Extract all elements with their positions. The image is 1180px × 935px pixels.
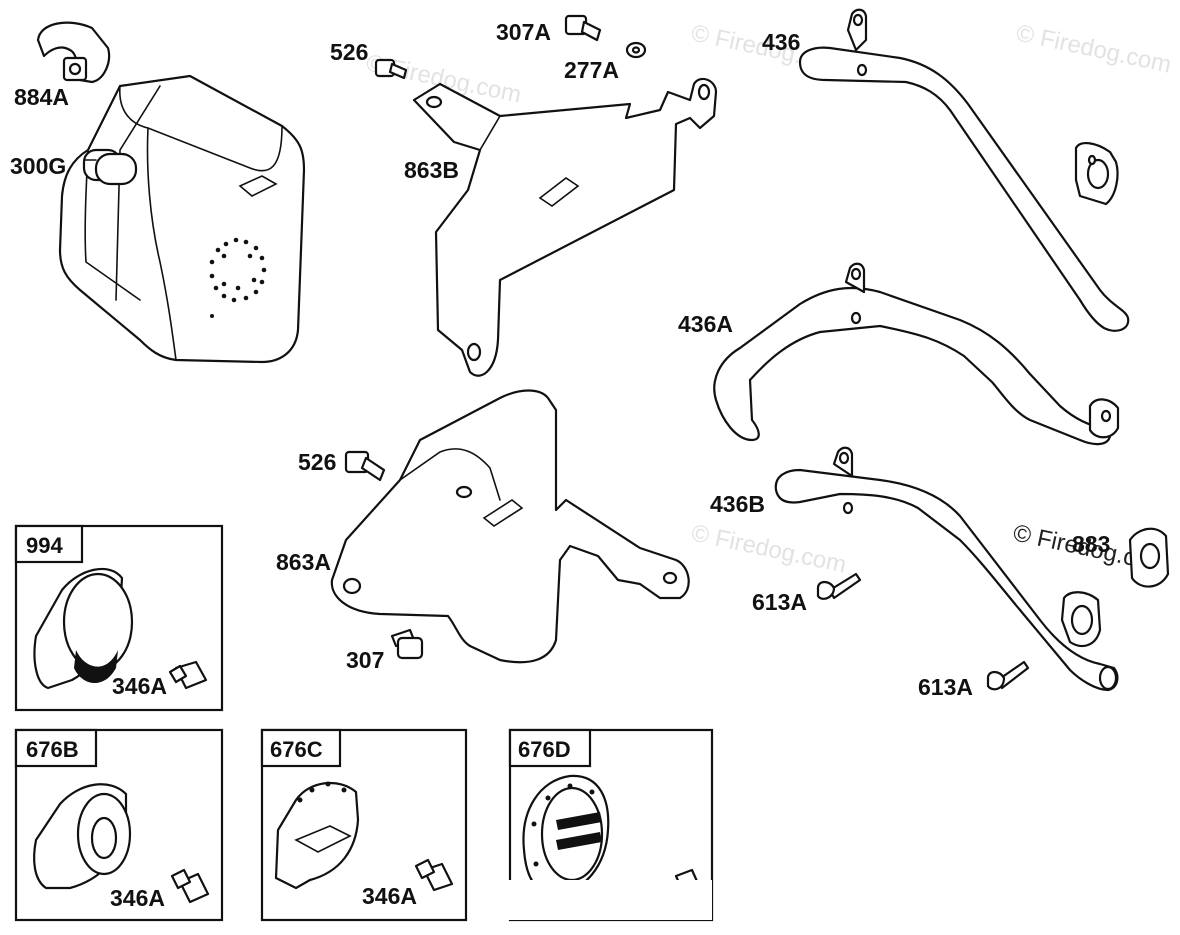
callout-863b: 863B — [404, 157, 459, 183]
bolt-613a-upper — [816, 572, 862, 600]
bolt-307a — [564, 14, 602, 42]
clamp-300g — [82, 148, 138, 186]
kit-box-994: 994 346A — [14, 524, 224, 712]
exhaust-pipe-436b — [774, 446, 1119, 692]
callout-613a: 613A — [752, 589, 807, 615]
callout-labels: 884A 300G 526 307A 277A 863B 436 436A 43… — [10, 19, 1110, 700]
callout-883: 883 — [1072, 531, 1110, 557]
kit-screw-label: 346A — [362, 883, 417, 909]
callout-884a: 884A — [14, 84, 69, 110]
callout-436a: 436A — [678, 311, 733, 337]
kit-label-676d: 676D — [518, 737, 571, 762]
callout-526: 526 — [330, 39, 368, 65]
exhaust-pipe-436a — [713, 262, 1120, 446]
callout-307a: 307A — [496, 19, 551, 45]
kit-screw-label: 346A — [112, 673, 167, 699]
bolt-526-mid — [344, 450, 386, 482]
kit-label-994: 994 — [26, 533, 63, 558]
watermark-text: © Firedog.com — [689, 519, 849, 578]
muffler-vent-holes — [209, 237, 267, 318]
kit-label-676c: 676C — [270, 737, 323, 762]
bracket-863b — [412, 77, 718, 377]
heat-shield-863a — [330, 389, 690, 664]
kit-box-676d: 676D — [508, 728, 714, 922]
muffler — [58, 74, 306, 364]
kit-box-676b: 676B 346A — [14, 728, 224, 922]
bolt-307 — [390, 628, 424, 660]
kit-screw-label: 346A — [110, 885, 165, 911]
gasket-883 — [1128, 527, 1170, 588]
callout-277a: 277A — [564, 57, 619, 83]
callout-436: 436 — [762, 29, 800, 55]
watermark-text: © Firedog.com — [1014, 19, 1174, 78]
callout-307: 307 — [346, 647, 384, 673]
callout-526: 526 — [298, 449, 336, 475]
bolt-526-top — [374, 58, 408, 80]
callout-613a: 613A — [918, 674, 973, 700]
callout-863a: 863A — [276, 549, 331, 575]
clamp-884a — [36, 21, 111, 84]
washer-277a — [625, 41, 647, 59]
kit-label-676b: 676B — [26, 737, 79, 762]
kit-box-676c: 676C 346A — [260, 728, 468, 922]
callout-300g: 300G — [10, 153, 66, 179]
exhaust-pipe-436 — [798, 8, 1130, 332]
callout-436b: 436B — [710, 491, 765, 517]
bolt-613a-lower — [986, 660, 1030, 691]
